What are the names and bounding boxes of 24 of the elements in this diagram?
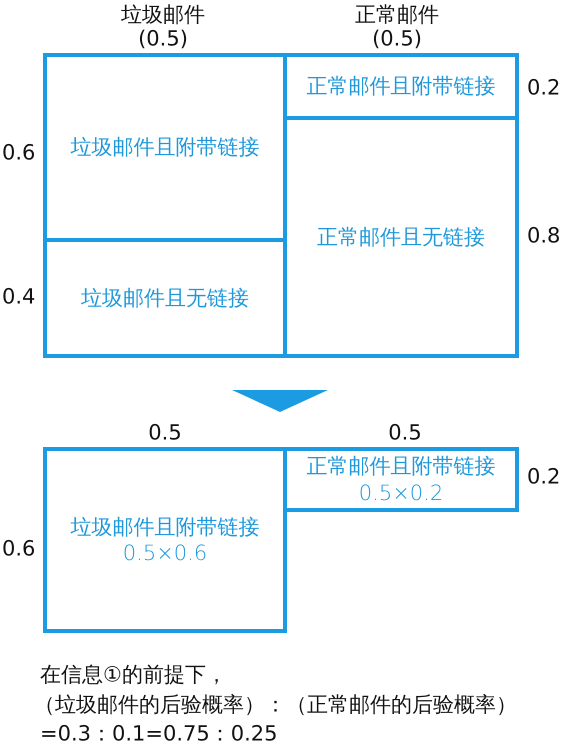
row-probability: 0.6: [2, 140, 36, 166]
column-probability: 0.5: [148, 420, 182, 446]
column-probability: (0.5): [372, 26, 422, 52]
row-probability: 0.6: [2, 536, 36, 562]
row-probability: 0.4: [2, 284, 36, 310]
column-header: 垃圾邮件: [121, 2, 205, 28]
note-text: 在信息①的前提下，: [40, 662, 227, 688]
area-label: 正常邮件且无链接: [317, 224, 485, 250]
area-label: 正常邮件且附带链接: [306, 73, 496, 100]
column-probability: (0.5): [138, 26, 188, 52]
product-formula: 0.5×0.6: [122, 540, 208, 566]
note-text: （垃圾邮件的后验概率）：（正常邮件的后验概率）: [34, 692, 517, 718]
area-label: 垃圾邮件且附带链接: [70, 134, 260, 161]
row-probability: 0.2: [527, 464, 560, 490]
note-text: =0.3：0.1=0.75：0.25: [40, 721, 278, 747]
area-label: 垃圾邮件且无链接: [81, 284, 249, 312]
area-cell: [43, 447, 287, 633]
area-label: 垃圾邮件且附带链接: [70, 514, 260, 540]
column-probability: 0.5: [388, 420, 422, 446]
column-header: 正常邮件: [355, 2, 439, 28]
area-label: 正常邮件且附带链接: [306, 453, 496, 480]
row-probability: 0.8: [527, 223, 560, 249]
row-probability: 0.2: [527, 75, 560, 101]
product-formula: 0.5×0.2: [358, 480, 444, 506]
